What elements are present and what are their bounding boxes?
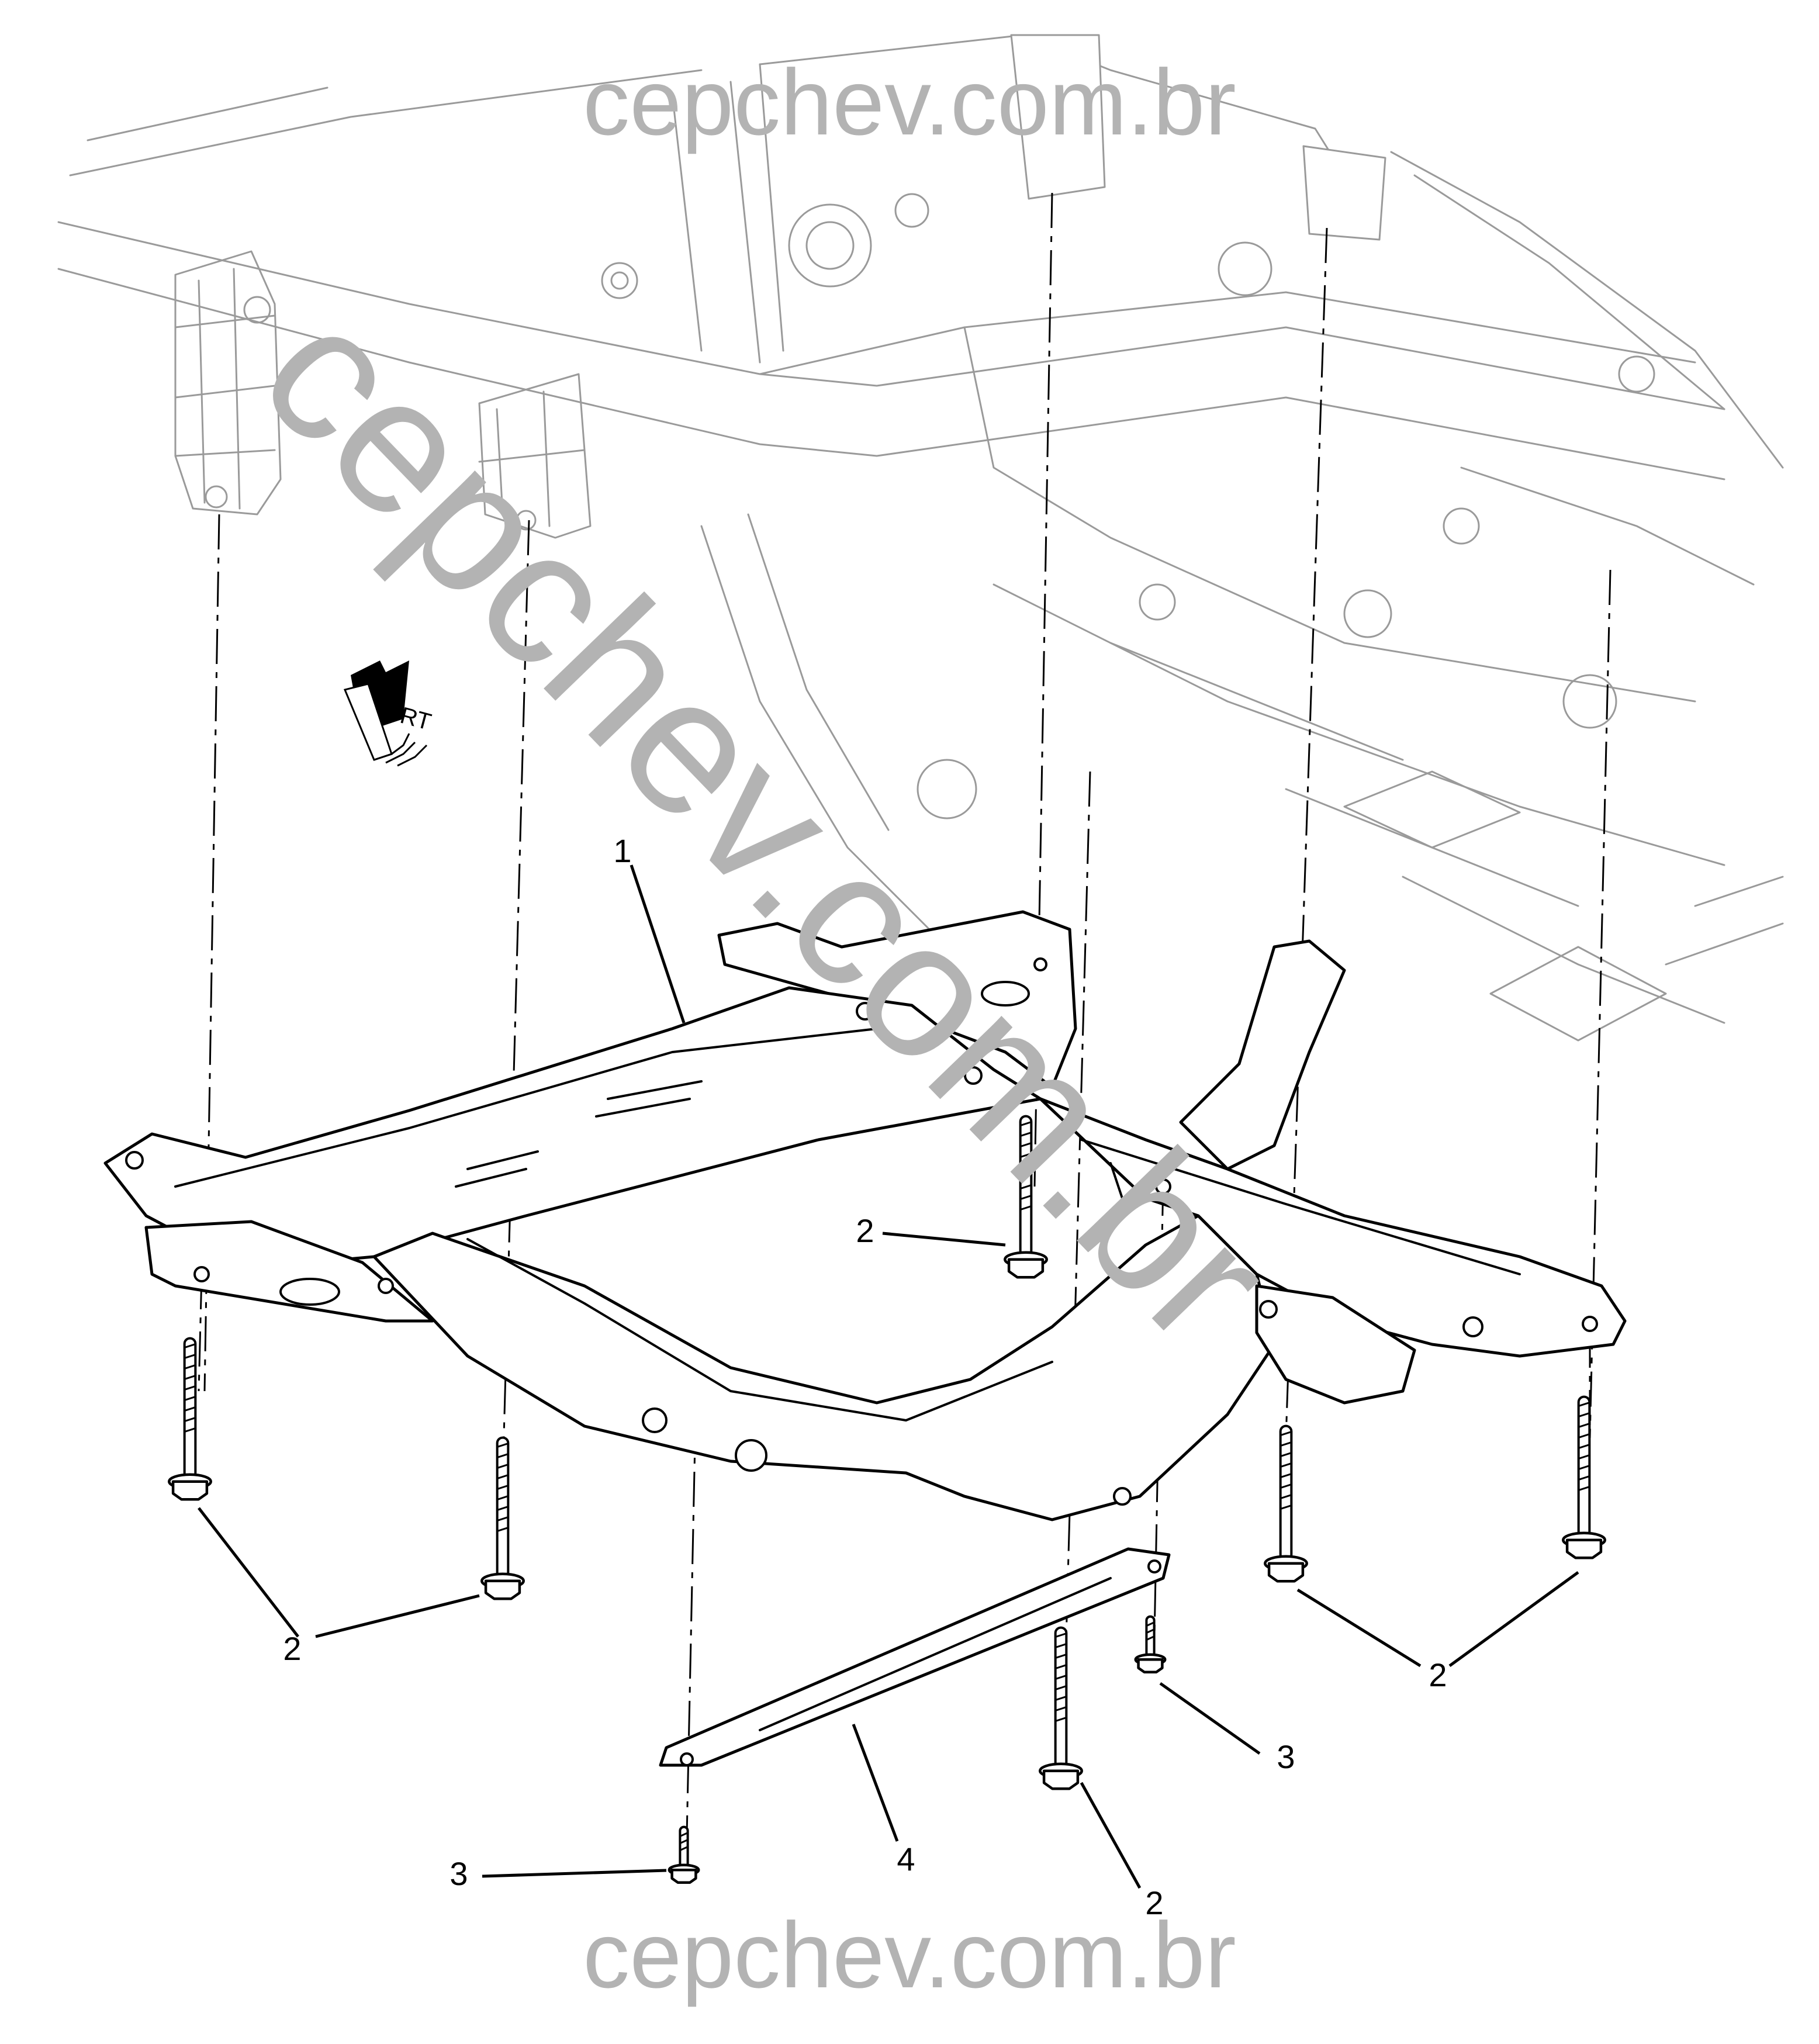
- callout-labels: 1 2 2 2 2 3 3 4: [283, 832, 1447, 1921]
- bolt-right-1-thread: [1280, 1441, 1292, 1447]
- bolt-right-2-thread: [1578, 1433, 1590, 1439]
- bolt-left-2-thread: [497, 1474, 509, 1480]
- bolt-right-2-thread: [1578, 1444, 1590, 1450]
- bolt-left-2-thread: [497, 1453, 509, 1459]
- brace-bolt-left: [668, 1825, 700, 1884]
- bolt-front-thread: [1055, 1633, 1067, 1638]
- callout-brace-bolt-left: 3: [449, 1855, 468, 1892]
- bolt-front-thread: [1055, 1654, 1067, 1659]
- fasteners: [168, 1115, 1606, 1884]
- bolt-right-1-thread: [1280, 1431, 1292, 1437]
- bolt-right-2-thread: [1578, 1412, 1590, 1418]
- bolt-right-2-thread: [1578, 1402, 1590, 1407]
- callout-brace-bolt-right: 3: [1277, 1738, 1295, 1775]
- bolt-right-1-thread: [1280, 1483, 1292, 1489]
- bolt-left-1-thread: [184, 1375, 196, 1381]
- bolt-left-1-thread: [184, 1406, 196, 1412]
- bolt-upper-thread: [1020, 1153, 1032, 1158]
- callout-brace: 4: [897, 1841, 915, 1877]
- bolt-right-1-thread: [1280, 1473, 1292, 1479]
- bolt-left-2-thread: [497, 1443, 509, 1448]
- bolt-left-2-thread: [497, 1495, 509, 1501]
- callout-frame: 1: [613, 832, 631, 869]
- bolt-upper-thread: [1020, 1132, 1032, 1137]
- bolt-left-1-thread: [184, 1396, 196, 1402]
- watermark-top: cepchev.com.br: [583, 50, 1236, 154]
- brace-bolt-left-thread: [679, 1832, 689, 1837]
- bolt-upper-thread: [1020, 1121, 1032, 1127]
- bolt-left-1-thread: [184, 1385, 196, 1391]
- bolt-right-1-thread: [1280, 1505, 1292, 1510]
- bolt-front-head: [1042, 1769, 1080, 1790]
- bolt-upper-thread: [1020, 1184, 1032, 1190]
- callout-bolt-left: 2: [283, 1630, 301, 1667]
- brace-bolt-right-thread: [1146, 1628, 1155, 1634]
- bolt-right-1: [1264, 1424, 1308, 1583]
- watermark-bottom: cepchev.com.br: [583, 1903, 1236, 2007]
- bolt-upper-thread: [1020, 1195, 1032, 1201]
- bolt-left-1-head: [171, 1480, 209, 1501]
- bolt-upper-thread: [1020, 1163, 1032, 1169]
- bolt-left-2-thread: [497, 1506, 509, 1512]
- vehicle-underbody: [57, 34, 1784, 1042]
- bolt-front: [1039, 1626, 1083, 1790]
- brace-bolt-right-head: [1137, 1658, 1164, 1674]
- brace-bolt-left-thread: [679, 1846, 689, 1851]
- bolt-right-1-thread: [1280, 1494, 1292, 1500]
- bolt-right-2-thread: [1578, 1465, 1590, 1471]
- brace-bolt-right-thread: [1146, 1621, 1155, 1627]
- bolt-front-thread: [1055, 1643, 1067, 1649]
- bolt-front-thread: [1055, 1664, 1067, 1670]
- bolt-right-2-thread: [1578, 1454, 1590, 1460]
- callout-bolt-front: 2: [1145, 1884, 1163, 1921]
- bolt-upper-thread: [1020, 1174, 1032, 1180]
- bolt-front-thread: [1055, 1696, 1067, 1701]
- bolt-left-2-thread: [497, 1527, 509, 1533]
- bolt-left-1-thread: [184, 1364, 196, 1370]
- transverse-brace: [659, 1547, 1171, 1767]
- bolt-right-2-thread: [1578, 1423, 1590, 1429]
- bolt-left-2-head: [484, 1579, 521, 1600]
- bolt-front-thread: [1055, 1675, 1067, 1680]
- bolt-right-2-thread: [1578, 1475, 1590, 1481]
- bolt-upper: [1004, 1115, 1048, 1279]
- bolt-upper-thread: [1020, 1205, 1032, 1211]
- bolt-right-1-head: [1267, 1562, 1305, 1583]
- bolt-upper-thread: [1020, 1142, 1032, 1148]
- bolt-front-thread: [1055, 1706, 1067, 1712]
- bolt-left-2-thread: [497, 1464, 509, 1469]
- bolt-front-thread: [1055, 1717, 1067, 1723]
- brace-bolt-left-thread: [679, 1839, 689, 1844]
- bolt-left-1-thread: [184, 1343, 196, 1349]
- bolt-front-thread: [1055, 1685, 1067, 1691]
- bolt-right-2-head: [1565, 1538, 1603, 1559]
- engine-cradle-frame: [103, 910, 1627, 1521]
- brace-bolt-right-thread: [1146, 1635, 1155, 1641]
- front-label: FRT: [383, 698, 434, 735]
- bolt-right-2: [1562, 1395, 1606, 1559]
- bolt-right-1-thread: [1280, 1452, 1292, 1458]
- bolt-right-2-thread: [1578, 1486, 1590, 1492]
- bolt-left-1: [168, 1337, 212, 1501]
- front-direction-marker: FRT: [343, 660, 434, 767]
- front-arrow-icon: [343, 660, 428, 767]
- bolt-left-1-thread: [184, 1417, 196, 1423]
- bolt-right-1-thread: [1280, 1462, 1292, 1468]
- bolt-left-2-thread: [497, 1516, 509, 1522]
- bolt-left-2: [480, 1436, 525, 1600]
- callout-bolt-right: 2: [1429, 1656, 1447, 1693]
- bolt-left-2-thread: [497, 1485, 509, 1490]
- brace-bolt-right: [1134, 1615, 1167, 1674]
- bolt-left-1-thread: [184, 1427, 196, 1433]
- callout-bolt-upper: 2: [856, 1212, 874, 1249]
- brace-bolt-left-head: [670, 1868, 697, 1884]
- bolt-upper-head: [1007, 1258, 1045, 1279]
- callout-leaders: [198, 864, 1579, 1889]
- bolt-left-1-thread: [184, 1354, 196, 1360]
